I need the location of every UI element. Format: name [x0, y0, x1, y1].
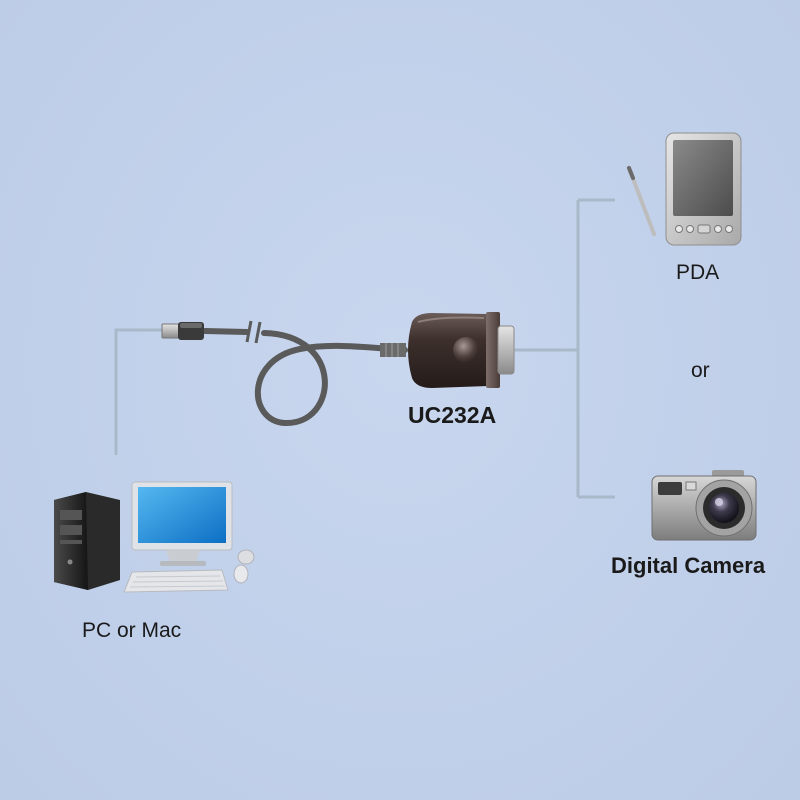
cable-break-mark [245, 320, 262, 344]
pc-connector-line [114, 328, 165, 455]
digital-camera-icon [651, 470, 757, 541]
connector-lines [114, 198, 615, 499]
usb-to-serial-adapter-icon [380, 312, 515, 388]
usb-cable [202, 328, 408, 427]
or-label: or [691, 359, 710, 382]
pc-label: PC or Mac [82, 619, 182, 642]
desktop-computer-icon [54, 481, 255, 593]
adapter-model-label: UC232A [408, 402, 497, 428]
pda-label: PDA [676, 261, 720, 284]
usb-plug-icon [161, 322, 204, 340]
camera-label: Digital Camera [611, 553, 766, 578]
pda-icon [627, 132, 742, 246]
